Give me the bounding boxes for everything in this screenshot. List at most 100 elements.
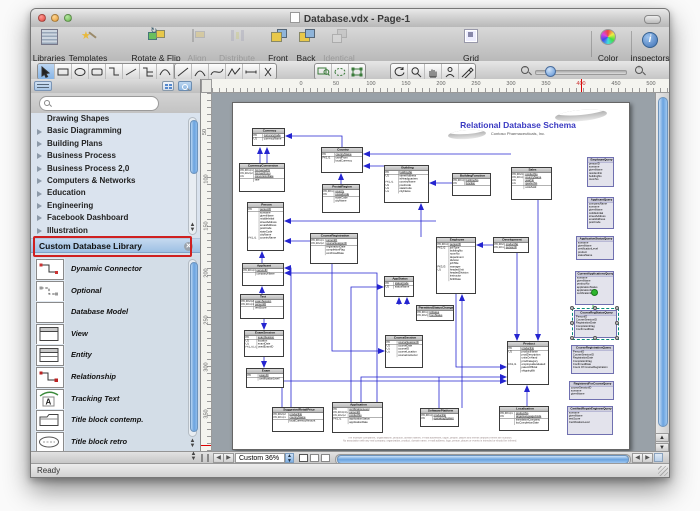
library-shape-optional[interactable]: Optional — [31, 280, 200, 302]
tool-connector-curve-icon[interactable] — [157, 64, 174, 79]
connector[interactable] — [284, 265, 292, 407]
close-library-icon[interactable]: ✕ — [184, 242, 193, 251]
page-tab-2[interactable] — [310, 454, 319, 462]
zoom-window-button[interactable] — [64, 14, 72, 22]
close-window-button[interactable] — [38, 14, 46, 22]
tool-hand-icon[interactable] — [425, 64, 442, 79]
sidebar-item-custom-database-library[interactable]: Custom Database Library ✕ — [31, 238, 200, 253]
entity-permittedstatuschange[interactable]: PermittedStatusChangePK,FK1,I1toStatusPK… — [416, 305, 454, 321]
toolbar-toggle-pill[interactable] — [644, 15, 661, 24]
section-scroll-arrows[interactable]: ▲▼ — [189, 222, 196, 233]
disclosure-triangle-icon[interactable] — [37, 227, 42, 234]
tool-zoom-select-icon[interactable] — [315, 64, 332, 79]
selection-handle[interactable] — [615, 321, 619, 325]
disclosure-triangle-icon[interactable] — [37, 178, 42, 185]
list-view-icon[interactable] — [34, 81, 52, 91]
shape-list-scrollbar[interactable] — [188, 259, 198, 437]
search-view-icon[interactable] — [178, 81, 192, 91]
library-shape-database-model[interactable]: Database Model — [31, 302, 200, 324]
sidebar-item-building-plans[interactable]: Building Plans — [31, 138, 200, 150]
sidebar-item-illustration[interactable]: Illustration — [31, 225, 200, 237]
library-shape-entity[interactable]: Entity — [31, 345, 200, 367]
toolbar-rotate-flip-button[interactable]: ↻Rotate & Flip — [128, 26, 184, 66]
tool-curve-icon[interactable] — [209, 64, 226, 79]
tool-zoom-icon[interactable] — [408, 64, 425, 79]
library-shape-dynamic-connector[interactable]: Dynamic Connector — [31, 259, 200, 280]
disclosure-triangle-icon[interactable] — [37, 153, 42, 160]
tool-arc-icon[interactable] — [192, 64, 209, 79]
entity-development[interactable]: DevelopmentPK,FK2,I2productNoPK,FK1,I1pe… — [493, 237, 529, 253]
sidebar-item-business-process-2-0[interactable]: Business Process 2,0 — [31, 163, 200, 175]
scroll-up-button[interactable]: ▲ — [655, 433, 669, 442]
tool-actual-size-icon[interactable] — [442, 64, 459, 79]
connector[interactable] — [285, 133, 343, 147]
sidebar-item-business-process[interactable]: Business Process — [31, 150, 200, 162]
next-page-button[interactable]: ▶ — [223, 453, 234, 463]
section-list-scrollbar-thumb[interactable] — [189, 120, 198, 174]
selection-handle[interactable] — [592, 336, 597, 340]
shape-scroll-arrows[interactable]: ▲▼ — [189, 438, 196, 449]
sidebar-item-computers-networks[interactable]: Computers & Networks — [31, 175, 200, 187]
toolbar-libraries-button[interactable]: Libraries — [21, 29, 77, 66]
selection-handle[interactable] — [570, 306, 574, 310]
connector[interactable] — [455, 294, 507, 370]
toolbar-back-button[interactable]: Back — [278, 29, 334, 66]
selection-handle[interactable] — [570, 336, 574, 340]
tool-rounded-rectangle-icon[interactable] — [89, 64, 106, 79]
sidebar-item-basic-diagramming[interactable]: Basic Diagramming — [31, 125, 200, 137]
connector[interactable] — [281, 378, 507, 407]
page[interactable]: Relational Database Schema Contoso Pharm… — [232, 102, 630, 450]
sidebar-item-drawing-shapes[interactable]: Drawing Shapes — [31, 113, 200, 125]
zoom-slider[interactable]: − + — [521, 65, 643, 77]
sidebar-item-engineering[interactable]: Engineering — [31, 200, 200, 212]
tool-select-icon[interactable] — [38, 64, 55, 79]
canvas-vertical-scrollbar[interactable]: ▲ ▼ — [655, 93, 669, 452]
connector[interactable] — [360, 374, 507, 402]
tool-rectangle-icon[interactable] — [55, 64, 72, 79]
entity-postalregion[interactable]: PostalRegionPK,FK1,I1countryPKpostalCode… — [322, 184, 360, 213]
entity-test[interactable]: TestPK,FK2,I2examSessionPK,FK1,I1,U1pers… — [240, 294, 284, 319]
fit-page-icon[interactable] — [654, 453, 663, 462]
library-shape-view[interactable]: View — [31, 323, 200, 345]
toolbar-grid-button[interactable]: Grid — [443, 29, 499, 66]
tool-connect-points-icon[interactable] — [243, 64, 260, 79]
tool-polyline-icon[interactable] — [226, 64, 243, 79]
disclosure-triangle-icon[interactable] — [37, 190, 42, 197]
library-shape-title-block-contemp[interactable]: Title block contemp. — [31, 410, 200, 432]
library-shape-title-block-retro[interactable]: Title block retro — [31, 431, 200, 452]
drawing-canvas[interactable]: Relational Database Schema Contoso Pharm… — [212, 93, 655, 452]
resize-grip[interactable] — [658, 466, 668, 476]
disclosure-triangle-icon[interactable] — [37, 202, 42, 209]
section-list-scrollbar[interactable] — [188, 117, 198, 235]
page-tab-3[interactable] — [321, 454, 330, 462]
zoom-slider-thumb[interactable] — [545, 66, 556, 77]
pane-splitter-icon[interactable] — [201, 454, 209, 462]
tool-ellipse-icon[interactable] — [72, 64, 89, 79]
zoom-slider-track[interactable] — [535, 70, 627, 75]
search-input[interactable] — [39, 96, 159, 111]
connection-point-dot[interactable] — [590, 289, 598, 296]
sidebar-item-education[interactable]: Education — [31, 187, 200, 199]
tool-multi-select-icon[interactable] — [349, 64, 365, 79]
tool-split-icon[interactable] — [260, 64, 276, 79]
